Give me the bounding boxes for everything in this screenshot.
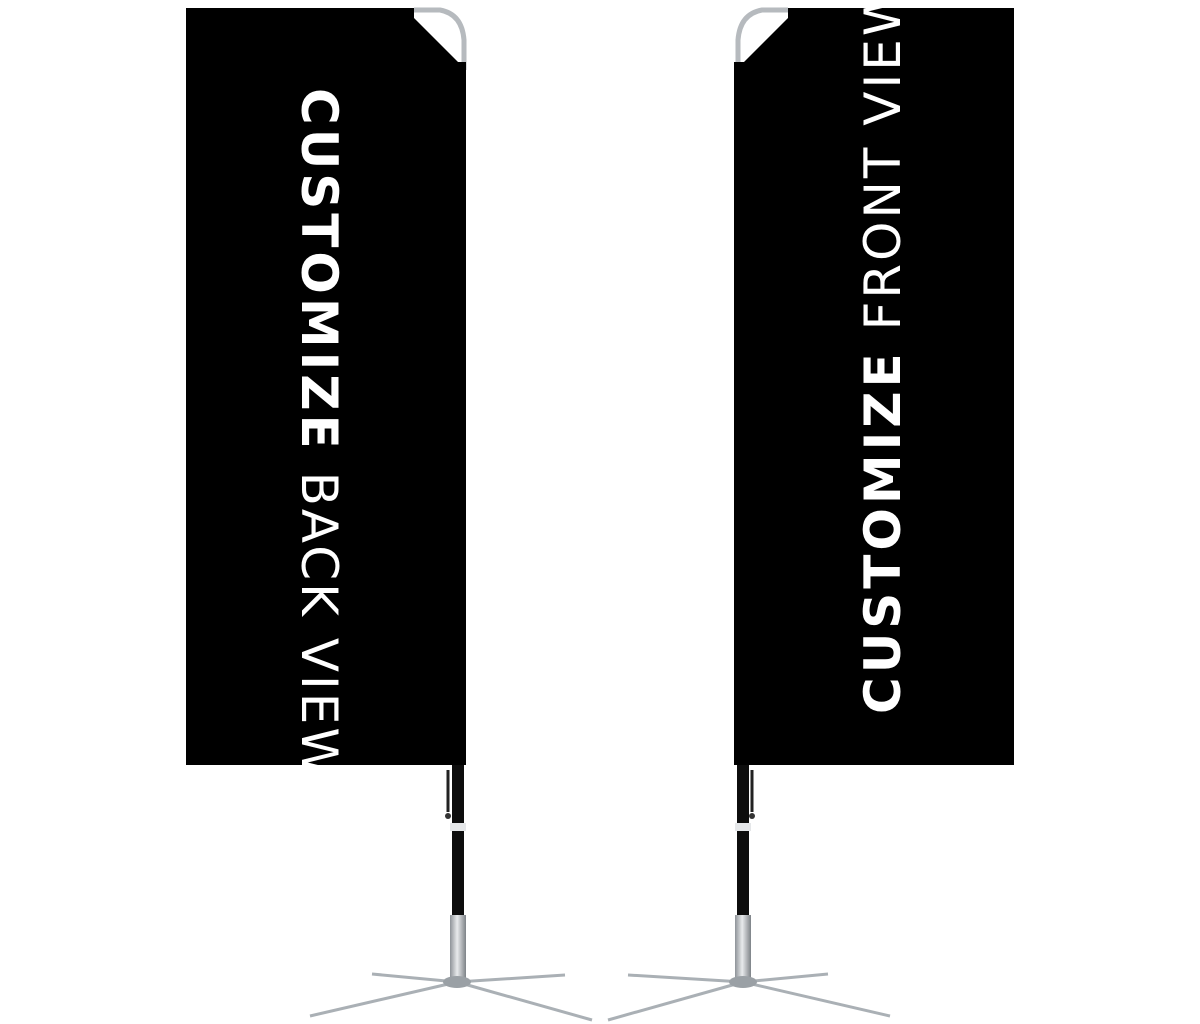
front-flag-pole (737, 765, 749, 915)
front-flag-base-pole (735, 915, 751, 980)
front-flag-banner (734, 8, 1014, 765)
front-view-flag (607, 7, 1014, 1022)
back-flag-cross-base (309, 972, 593, 1022)
back-flag-pole (452, 765, 464, 915)
front-flag-text: CUSTOMIZE FRONT VIEW (854, 0, 912, 714)
back-flag-banner (186, 8, 466, 765)
back-flag-text: CUSTOMIZE BACK VIEW (290, 88, 348, 780)
front-flag-light-text: FRONT VIEW (854, 0, 912, 331)
front-flag-pole-hook (735, 7, 788, 70)
back-flag-bold-text: CUSTOMIZE (290, 88, 348, 453)
back-view-flag (186, 7, 593, 1022)
back-flag-pole-hook (414, 7, 467, 70)
back-flag-base-pole (450, 915, 466, 980)
back-flag-light-text: BACK VIEW (290, 471, 348, 780)
front-flag-bold-text: CUSTOMIZE (854, 349, 912, 714)
front-flag-cross-base (607, 972, 891, 1022)
